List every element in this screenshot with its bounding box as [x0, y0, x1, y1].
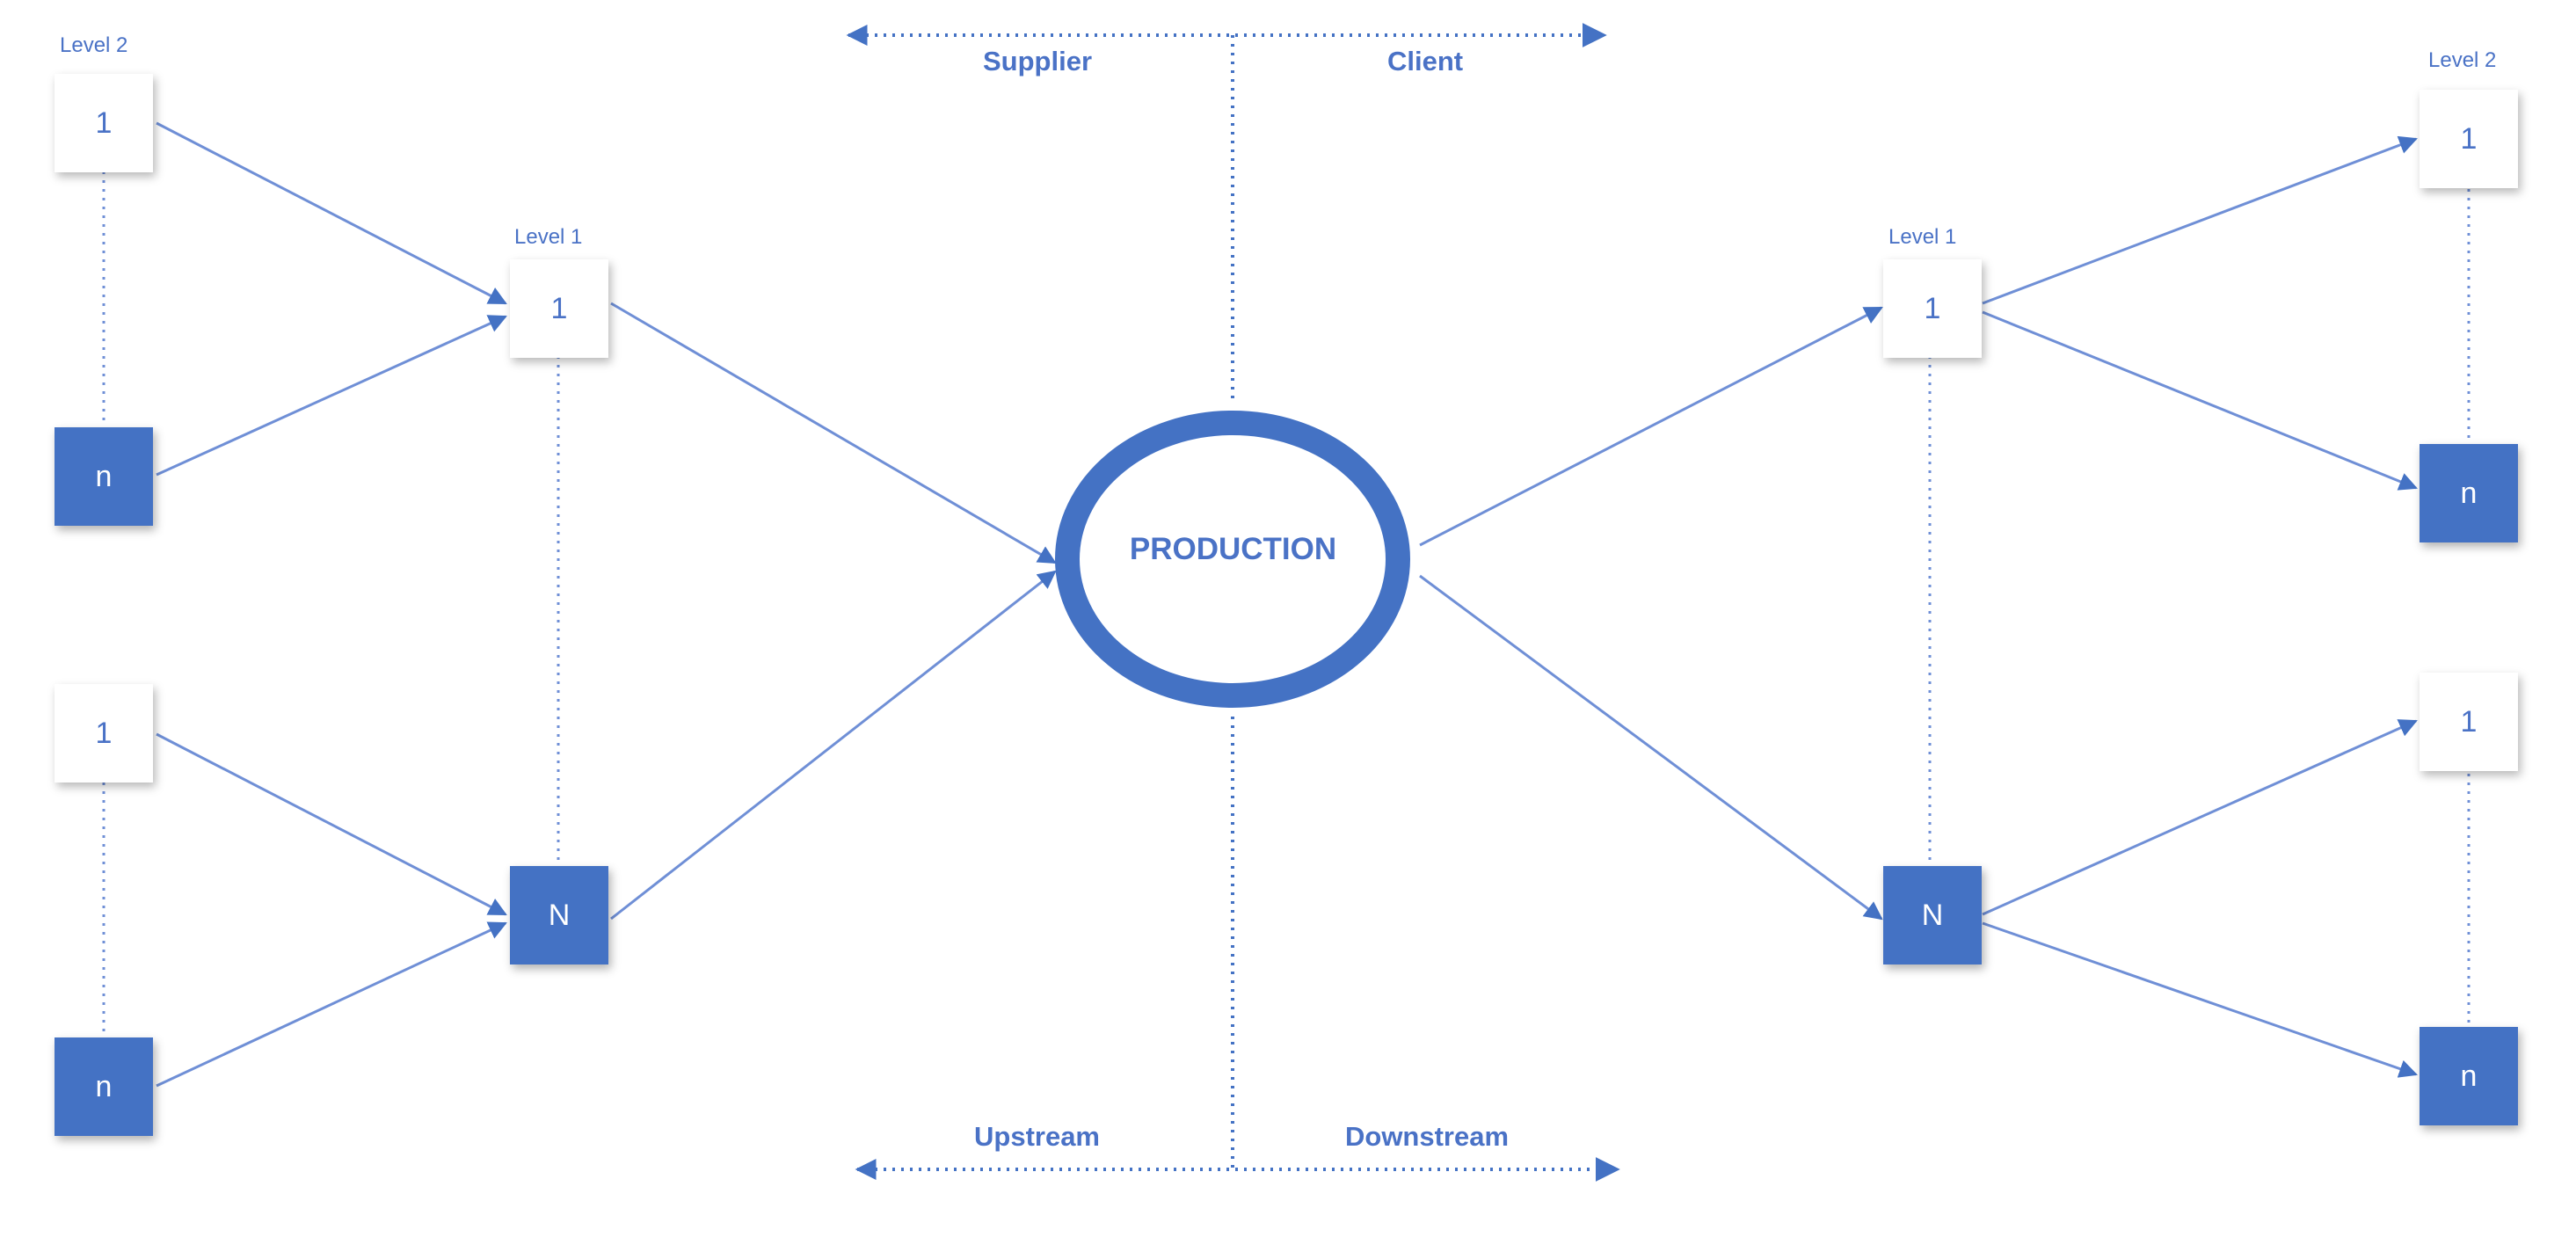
right-l2-bottom-node-n: n: [2420, 1027, 2518, 1125]
production-ellipse: [1055, 411, 1410, 708]
right-l2-top-node-1: 1: [2420, 90, 2518, 188]
arrow-l2b1-to-l1n: [156, 732, 507, 916]
right-l2-top-node-n: n: [2420, 444, 2518, 542]
right-l2-bottom-node-1: 1: [2420, 673, 2518, 771]
left-l2-bottom-node-1: 1: [55, 684, 153, 782]
arrow-l2an-to-l1a: [156, 315, 507, 477]
arrow-r1n-to-r2bn: [1982, 921, 2418, 1078]
arrow-l2bn-to-l1n: [156, 921, 507, 1088]
arrow-production-to-r1n: [1419, 574, 1883, 921]
client-label: Client: [1387, 46, 1464, 76]
left-level2-label: Level 2: [60, 33, 128, 57]
arrow-l2a1-to-l1a: [156, 121, 507, 305]
right-level2-label: Level 2: [2428, 48, 2497, 72]
arrow-l1n-to-production: [610, 570, 1057, 921]
right-level1-label: Level 1: [1888, 225, 1957, 249]
left-l1-node-N: N: [510, 866, 608, 964]
supplier-label: Supplier: [983, 46, 1093, 76]
left-level1-label: Level 1: [514, 225, 583, 249]
left-l2-top-node-1: 1: [55, 74, 153, 172]
downstream-label: Downstream: [1345, 1121, 1510, 1152]
upstream-label: Upstream: [974, 1121, 1100, 1152]
right-l1-node-1: 1: [1883, 259, 1982, 358]
left-l2-bottom-node-n: n: [55, 1037, 153, 1136]
arrow-r1a-to-r2an: [1982, 310, 2418, 491]
arrow-l1a-to-production: [610, 302, 1057, 564]
right-l1-node-N: N: [1883, 866, 1982, 964]
left-l1-node-1: 1: [510, 259, 608, 358]
arrow-r1n-to-r2b1: [1982, 719, 2418, 916]
arrow-r1a-to-r2a1: [1982, 135, 2418, 305]
arrow-production-to-r1a: [1419, 306, 1883, 547]
left-l2-top-node-n: n: [55, 427, 153, 526]
production-label: PRODUCTION: [1129, 532, 1337, 566]
